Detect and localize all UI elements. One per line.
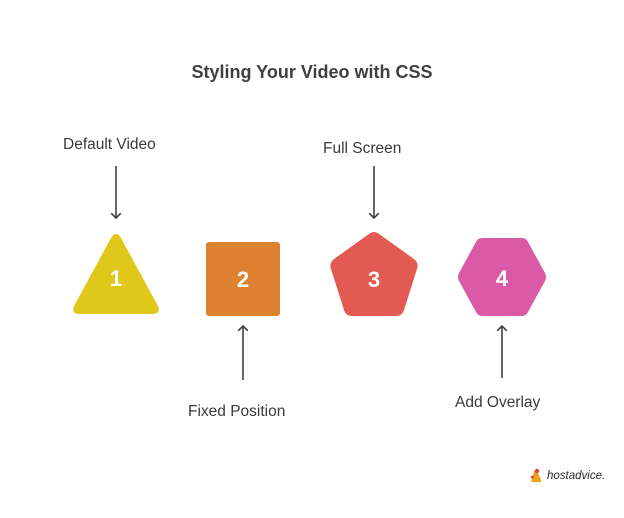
hostadvice-logo-icon — [530, 468, 542, 483]
step-4-label: Add Overlay — [455, 394, 541, 411]
hostadvice-logo-text: hostadvice. — [547, 470, 606, 482]
step-2-square-shape — [206, 242, 280, 316]
step-3-label: Full Screen — [323, 140, 402, 157]
step-3-number: 3 — [368, 267, 380, 292]
hostadvice-logo: hostadvice. — [528, 467, 605, 485]
step-1-label: Default Video — [63, 136, 156, 153]
step-1-triangle-shape — [73, 234, 159, 314]
step-3-pentagon-shape — [330, 232, 418, 316]
step-1-number: 1 — [110, 266, 122, 291]
step-4-hexagon-shape — [458, 238, 546, 316]
step-2-label: Fixed Position — [188, 403, 286, 420]
diagram-title: Styling Your Video with CSS — [191, 62, 433, 82]
step-4-number: 4 — [496, 266, 509, 291]
step-2-number: 2 — [237, 267, 249, 292]
